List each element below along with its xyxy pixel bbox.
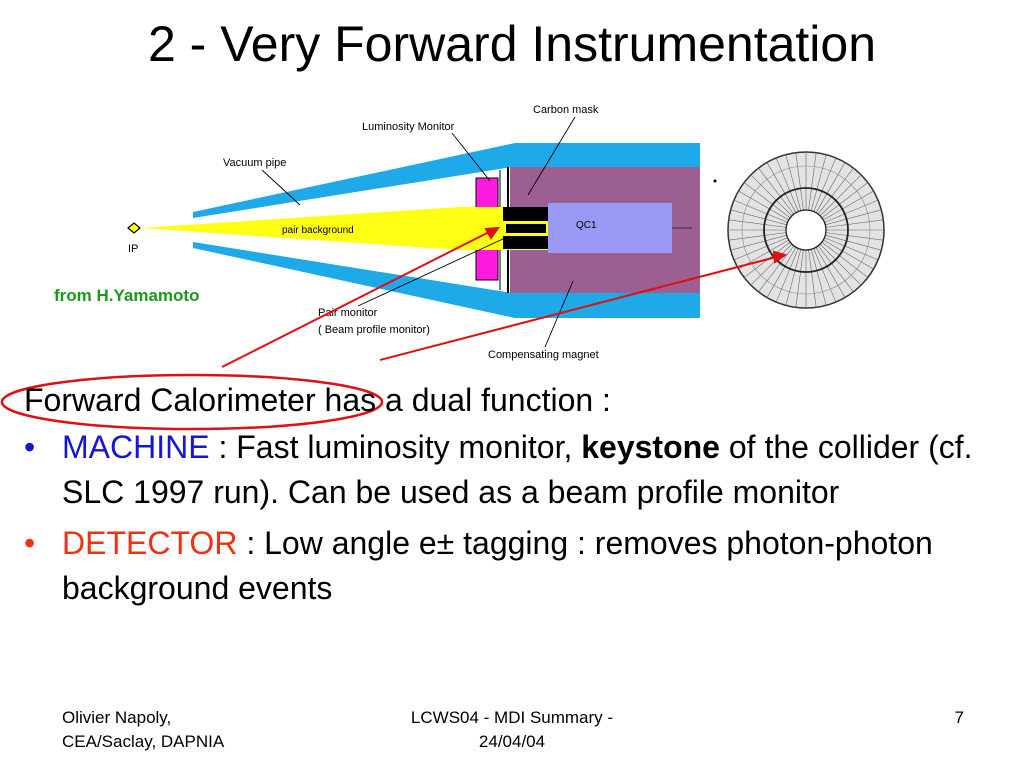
vacuum-pipe-lower [193, 242, 700, 318]
highlight-ellipse [0, 373, 384, 431]
bullet-machine: • MACHINE : Fast luminosity monitor, key… [24, 425, 1004, 515]
footer-author-line1: Olivier Napoly, [62, 708, 172, 727]
bullet2-text: : Low angle e± tagging : removes photon-… [62, 525, 933, 606]
footer-event-line1: LCWS04 - MDI Summary - [410, 708, 614, 727]
keyword-detector: DETECTOR [62, 525, 238, 561]
bullet-list: • MACHINE : Fast luminosity monitor, key… [24, 425, 1004, 611]
footer-event: LCWS04 - MDI Summary - 24/04/04 [372, 706, 652, 754]
credit-label: from H.Yamamoto [54, 286, 200, 305]
qc1-shape [548, 203, 672, 253]
bullet-detector: • DETECTOR : Low angle e± tagging : remo… [24, 521, 1004, 611]
pair-monitor-upper [503, 207, 548, 221]
slide-body: Forward Calorimeter has a dual function … [24, 378, 1004, 611]
label-beam-profile-monitor: ( Beam profile monitor) [318, 324, 430, 336]
label-luminosity-monitor: Luminosity Monitor [362, 121, 455, 133]
slide-title: 2 - Very Forward Instrumentation [147, 16, 877, 72]
label-pair-background: pair background [282, 225, 354, 236]
keyword-machine: MACHINE [62, 429, 210, 465]
footer-event-line2: 24/04/04 [478, 732, 546, 751]
label-vacuum-pipe: Vacuum pipe [223, 157, 286, 169]
bullet-dot: • [24, 429, 36, 465]
footer-author: Olivier Napoly, CEA/Saclay, DAPNIA [62, 706, 224, 754]
footer-author-line2: CEA/Saclay, DAPNIA [62, 732, 225, 751]
label-carbon-mask: Carbon mask [533, 104, 599, 116]
bullet1-text-a: : Fast luminosity monitor, [209, 429, 582, 465]
label-compensating-magnet: Compensating magnet [488, 349, 599, 361]
arrow-to-luminosity-monitor [221, 229, 494, 368]
pair-monitor-lower [503, 236, 548, 249]
page-number: 7 [954, 708, 964, 727]
pair-background-cone [140, 207, 548, 250]
label-qc1: QC1 [576, 220, 597, 231]
luminosity-monitor-upper [475, 177, 499, 211]
bullet-dot: • [24, 525, 36, 561]
keyword-keystone: keystone [581, 429, 720, 465]
forward-calorimeter-disc [727, 151, 885, 309]
label-ip: IP [128, 243, 138, 255]
arrow-to-calorimeter-disc [379, 255, 781, 361]
vacuum-pipe-upper [193, 143, 700, 218]
ip-marker [127, 222, 141, 234]
bullet1-text-b: of the collider (cf. SLC 1997 run). Can … [62, 429, 973, 510]
intro-text: Forward Calorimeter has a dual function … [24, 382, 611, 418]
